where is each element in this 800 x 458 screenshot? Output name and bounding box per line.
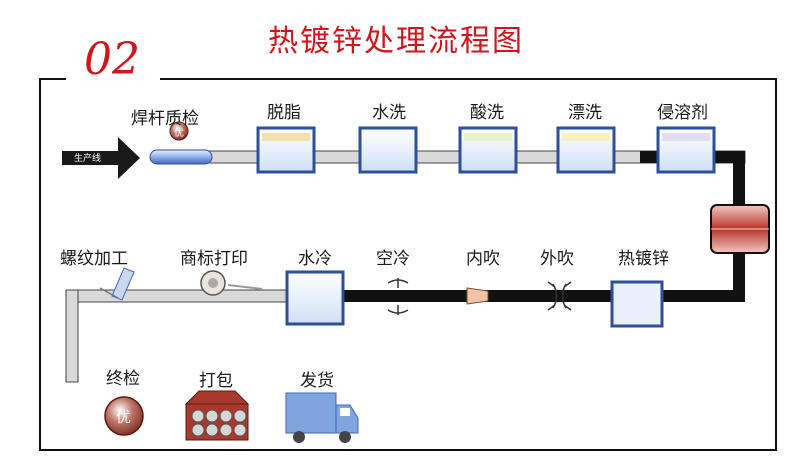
pipe-bottom-dark [340, 290, 745, 302]
tank-water-cool [285, 270, 345, 326]
weld-rod [149, 149, 213, 165]
air-cool-fans [387, 278, 409, 315]
label-shipping: 发货 [300, 371, 334, 391]
weld-quality-badge [169, 121, 189, 141]
tank-rinse [556, 126, 616, 174]
final-inspection-badge [104, 396, 144, 436]
shipping-truck [285, 392, 359, 443]
pipe-left [65, 289, 79, 383]
final-badge-text: 优 [116, 408, 132, 426]
mark-print-roller [200, 270, 263, 296]
label-mark-print: 商标打印 [180, 249, 248, 269]
label-outer-blow: 外吹 [540, 249, 574, 269]
inner-blow-cone [466, 287, 489, 305]
tank-pickling [458, 126, 518, 174]
label-flux: 侵溶剂 [657, 103, 708, 123]
production-arrow-label: 生产线 [74, 154, 102, 164]
step-number: 02 [78, 36, 146, 84]
galvanize-furnace [710, 204, 770, 254]
label-inner-blow: 内吹 [466, 249, 500, 269]
outer-blow-nozzle [547, 281, 572, 311]
frame-border [39, 78, 777, 451]
threading-tool [99, 267, 135, 301]
page-title: 热镀锌处理流程图 [268, 24, 524, 59]
production-arrow [62, 137, 140, 179]
tank-flux [656, 126, 716, 174]
label-threading: 螺纹加工 [60, 249, 128, 269]
label-final-inspection: 终检 [106, 369, 140, 389]
label-packing: 打包 [199, 371, 233, 391]
packing-bundle [184, 390, 250, 441]
label-galvanize: 热镀锌 [618, 249, 669, 269]
weld-badge-text: 优 [174, 128, 184, 139]
label-water-wash: 水洗 [372, 103, 406, 123]
label-pickling: 酸洗 [470, 103, 504, 123]
label-air-cool: 空冷 [376, 249, 410, 269]
label-degrease: 脱脂 [267, 103, 301, 123]
label-rinse: 漂洗 [568, 103, 602, 123]
label-weld-inspection: 焊杆质检 [131, 109, 199, 129]
tank-degrease [256, 126, 316, 174]
label-water-cool: 水冷 [298, 249, 332, 269]
tank-galvanize [610, 280, 664, 328]
tank-water-wash [358, 126, 418, 174]
